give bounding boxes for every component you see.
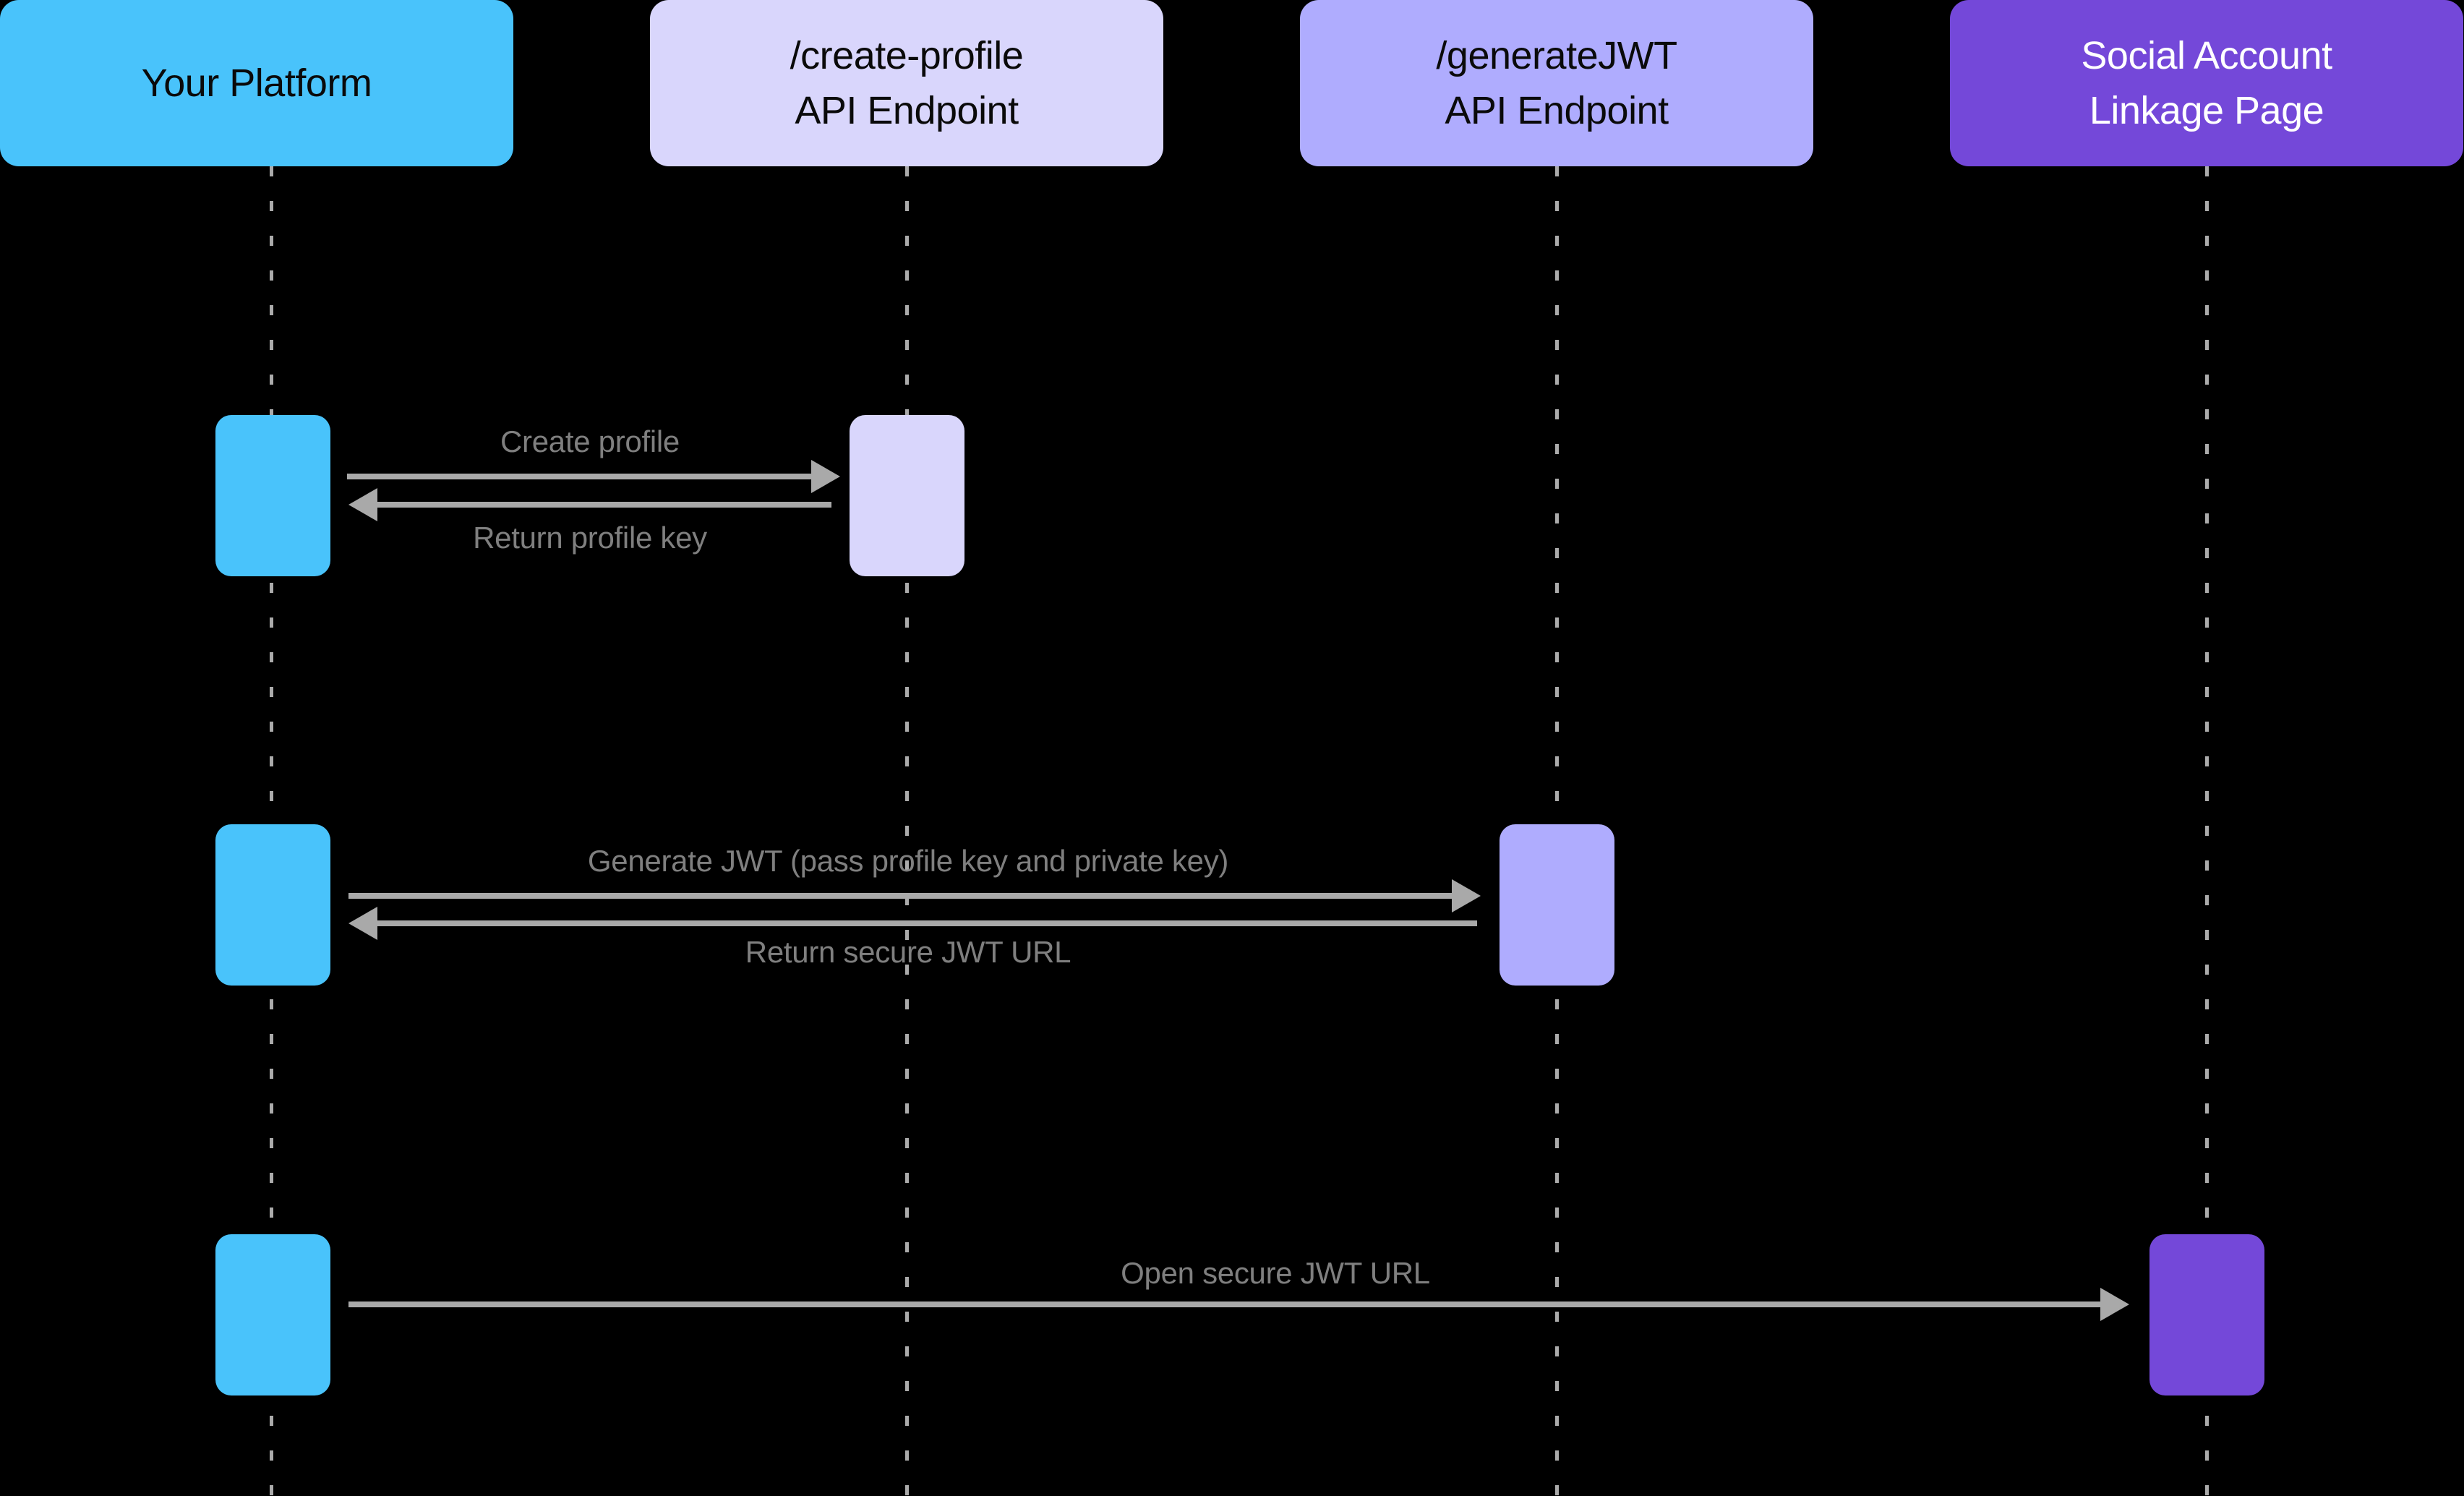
arrowhead-right-icon [1452,879,1481,912]
arrow-shaft [347,474,821,479]
message-label-open-secure-jwt-url: Open secure JWT URL [1121,1256,1430,1290]
lifeline-social-account-linkage [2204,166,2209,1496]
actor-label-social-account-linkage: Social Account Linkage Page [2081,34,2332,132]
arrowhead-right-icon [2100,1288,2129,1321]
actor-box-your-platform: Your Platform [0,0,513,166]
activation-generate-jwt-endpoint [1500,824,1614,986]
message-arrow-open-secure-jwt-url [348,1288,2129,1321]
arrow-shaft [367,502,831,508]
arrow-shaft [367,920,1477,926]
arrowhead-left-icon [348,907,377,940]
actor-box-create-profile-endpoint: /create-profile API Endpoint [650,0,1163,166]
arrowhead-right-icon [811,460,840,493]
message-arrow-return-secure-jwt-url [348,907,1477,940]
actor-label-your-platform: Your Platform [141,61,372,105]
activation-social-account-linkage [2149,1234,2264,1395]
message-arrow-create-profile [347,460,840,493]
activation-create-profile-endpoint [850,415,964,576]
actor-box-social-account-linkage: Social Account Linkage Page [1950,0,2463,166]
activation-your-platform-1 [215,415,330,576]
activation-your-platform-3 [215,1234,330,1395]
arrow-shaft [348,1301,2110,1307]
message-label-return-profile-key: Return profile key [473,521,707,555]
lifeline-create-profile-endpoint [904,166,909,1496]
message-label-generate-jwt: Generate JWT (pass profile key and priva… [587,844,1229,878]
message-arrow-return-profile-key [348,488,831,521]
message-label-create-profile: Create profile [500,424,680,458]
actor-box-generate-jwt-endpoint: /generateJWT API Endpoint [1300,0,1813,166]
activation-your-platform-2 [215,824,330,986]
actor-label-generate-jwt-endpoint: /generateJWT API Endpoint [1436,34,1677,132]
message-label-return-secure-jwt-url: Return secure JWT URL [745,935,1071,969]
actor-label-create-profile-endpoint: /create-profile API Endpoint [790,34,1024,132]
message-arrow-generate-jwt [348,879,1481,912]
arrow-shaft [348,893,1462,899]
arrowhead-left-icon [348,488,377,521]
